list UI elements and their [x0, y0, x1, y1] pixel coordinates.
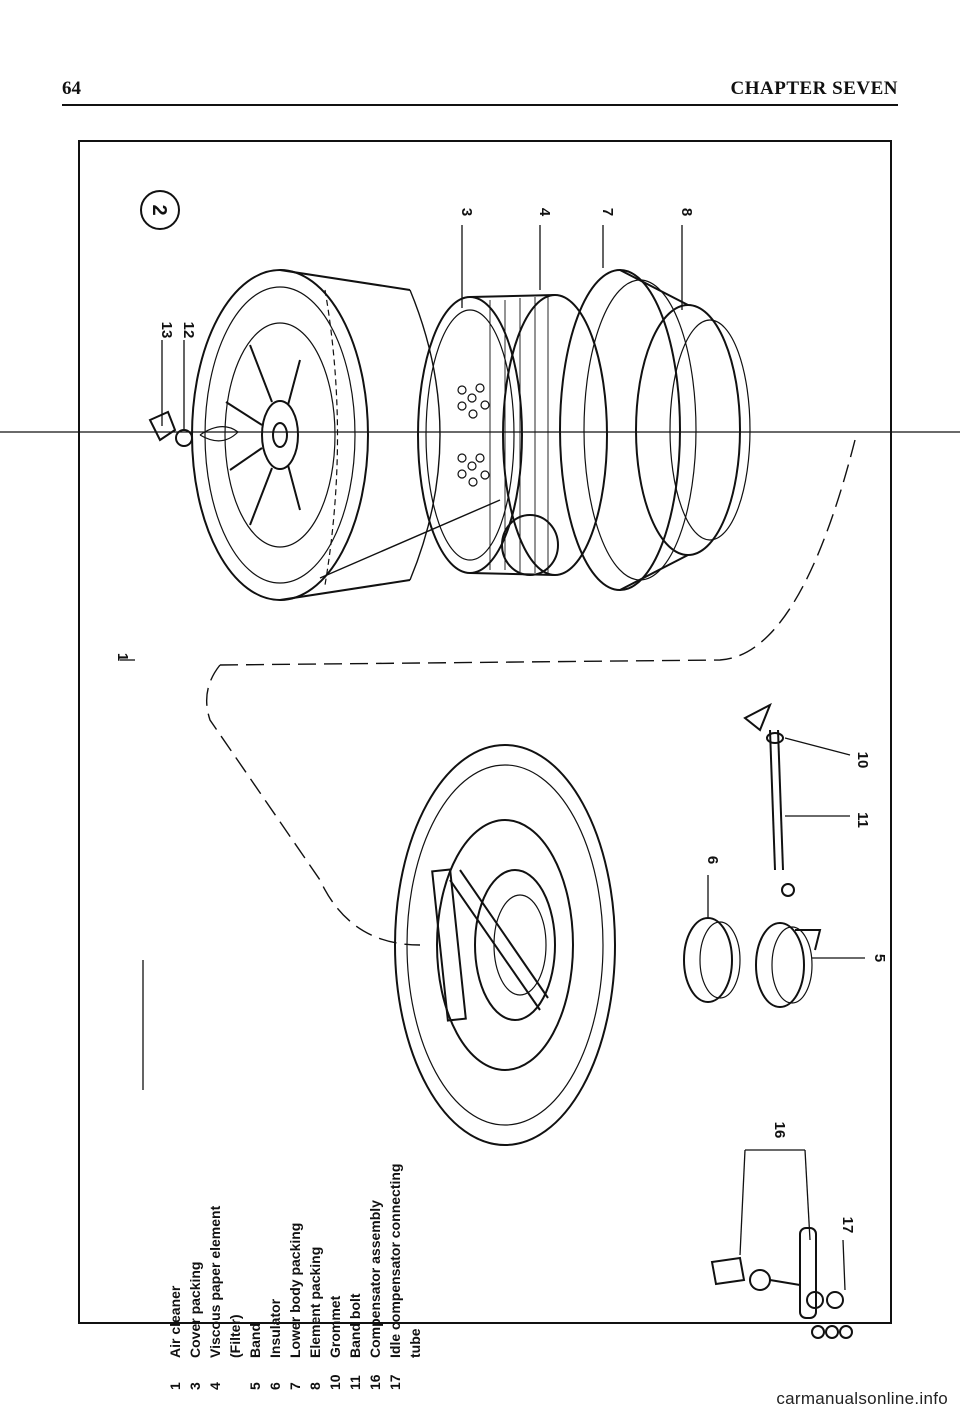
callout-10: 10 [854, 752, 871, 769]
callout-12: 12 [180, 322, 197, 339]
legend-num: 3 [187, 1382, 203, 1390]
legend-num: 4 [207, 1382, 223, 1390]
callout-3: 3 [458, 208, 475, 216]
legend-text: Grommet [327, 1295, 343, 1358]
assembly-guide-lines [206, 439, 856, 946]
lower-housing [394, 744, 616, 1146]
legend-row: 5 Band [247, 1323, 263, 1390]
legend-text: Insulator [267, 1298, 283, 1358]
legend-num: 1 [167, 1382, 183, 1390]
band-bolt [743, 702, 851, 897]
legend-num: 8 [307, 1382, 323, 1390]
legend-num: 17 [387, 1374, 403, 1390]
callout-8: 8 [678, 208, 695, 216]
legend-num: 5 [247, 1382, 263, 1390]
legend-text: Viscous paper element [207, 1205, 223, 1358]
legend-text: Cover packing [187, 1262, 203, 1358]
callout-6: 6 [704, 856, 721, 864]
figure-frame [78, 140, 892, 1324]
legend-row: 6 Insulator [267, 1298, 283, 1390]
legend-num: 16 [367, 1374, 383, 1390]
callout-7: 7 [599, 208, 616, 216]
legend-text: Band [247, 1323, 263, 1358]
parts-legend: 1 Air cleaner 3 Cover packing 4 Viscous … [167, 1164, 423, 1390]
legend-num: 7 [287, 1382, 303, 1390]
legend-text: Lower body packing [287, 1223, 303, 1358]
filter-element [417, 294, 608, 576]
legend-row: 11 Band bolt [347, 1293, 363, 1390]
figure-number-badge: 2 [140, 190, 180, 230]
legend-num: 6 [267, 1382, 283, 1390]
legend-row: 1 Air cleaner [167, 1285, 183, 1390]
callout-17: 17 [839, 1217, 856, 1234]
legend-row: 16 Compensator assembly [367, 1200, 383, 1390]
watermark: carmanualsonline.info [776, 1389, 948, 1408]
legend-row: 4 Viscous paper element [207, 1205, 223, 1390]
legend-num: 11 [347, 1375, 363, 1390]
legend-text: (Filter) [227, 1314, 243, 1358]
legend-text: Band bolt [347, 1293, 363, 1358]
legend-text: Compensator assembly [367, 1200, 383, 1358]
legend-text: Element packing [307, 1247, 323, 1358]
callout-13: 13 [158, 322, 175, 339]
legend-row: 10 Grommet [327, 1295, 343, 1390]
insulator-and-band [683, 917, 865, 1008]
legend-row: 17 Idle compensator connecting [387, 1164, 403, 1390]
legend-text: Air cleaner [167, 1285, 183, 1358]
page-number: 64 [62, 78, 81, 99]
callout-16: 16 [771, 1122, 788, 1139]
figure-number: 2 [148, 204, 170, 215]
chapter-title: CHAPTER SEVEN [730, 78, 898, 99]
callout-1: 1 [114, 653, 131, 661]
callout-5: 5 [871, 954, 888, 962]
leader-lines [120, 225, 709, 918]
legend-row: 8 Element packing [307, 1247, 323, 1390]
legend-row: 3 Cover packing [187, 1262, 203, 1390]
legend-text: Idle compensator connecting [387, 1164, 403, 1358]
legend-num: 10 [327, 1374, 343, 1390]
legend-text: tube [407, 1328, 423, 1358]
lower-body [559, 269, 751, 591]
small-parts-12-13 [148, 340, 193, 447]
compensator-assembly [710, 1149, 853, 1339]
callout-4: 4 [536, 208, 553, 217]
callout-11: 11 [854, 812, 871, 828]
legend-row: tube [407, 1328, 423, 1358]
legend-row: (Filter) [227, 1314, 243, 1358]
legend-row: 7 Lower body packing [287, 1223, 303, 1390]
header-rule [62, 104, 898, 106]
air-cleaner-cover [191, 269, 501, 601]
